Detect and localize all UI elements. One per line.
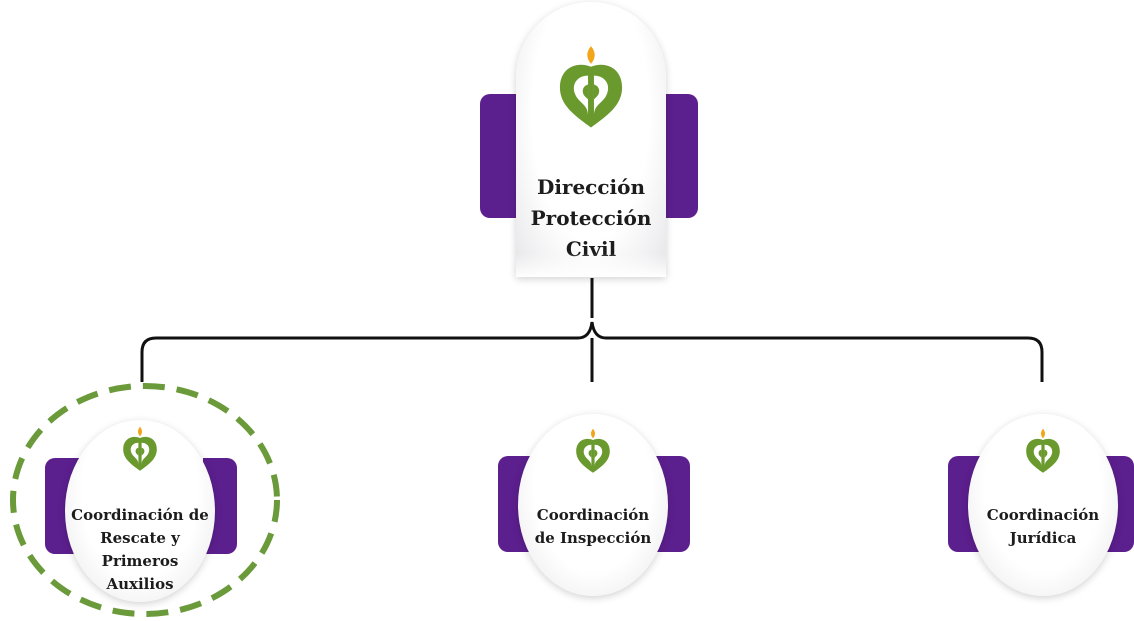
org-node-rescate: Coordinación de Rescate y Primeros Auxil… [10, 383, 280, 617]
node-label: Dirección Protección Civil [530, 175, 652, 261]
node-label: Coordinación de Rescate y Primeros Auxil… [71, 506, 209, 593]
node-card: Coordinación de Rescate y Primeros Auxil… [65, 420, 215, 602]
leaf-heart-logo-icon [1026, 428, 1060, 473]
node-card: Dirección Protección Civil [516, 2, 666, 277]
org-node-root: Dirección Protección Civil [480, 2, 698, 277]
leaf-heart-logo-icon [123, 426, 157, 471]
node-label: Coordinación de Inspección [534, 506, 652, 547]
horizontal-brace-line [140, 321, 1044, 382]
node-label: Coordinación Jurídica [986, 506, 1100, 547]
highlight-dashed-circle [10, 383, 280, 617]
org-node-inspeccion: Coordinación de Inspección [498, 414, 690, 596]
node-card: Coordinación de Inspección [518, 414, 668, 596]
leaf-heart-logo-icon [576, 428, 610, 473]
org-node-juridica: Coordinación Jurídica [948, 414, 1134, 596]
node-card: Coordinación Jurídica [968, 414, 1118, 596]
leaf-heart-logo-icon [559, 46, 623, 128]
